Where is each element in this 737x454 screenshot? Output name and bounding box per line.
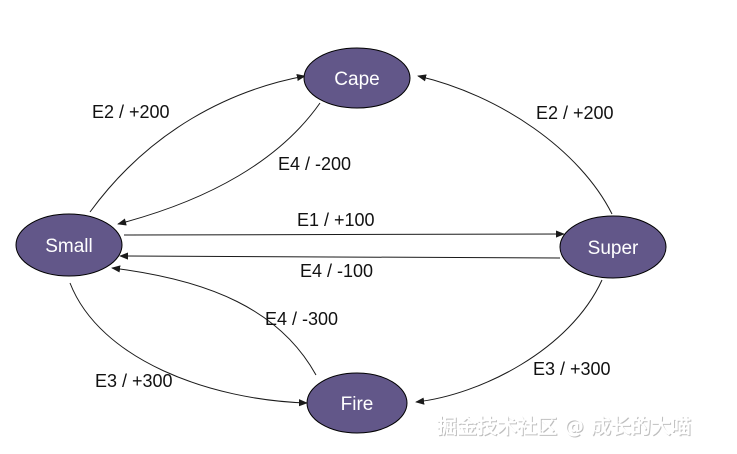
node-fire[interactable]: Fire bbox=[306, 372, 408, 434]
watermark: 掘金技术社区 @ 成长的大喵 掘金技术社区 @ 成长的大喵 bbox=[437, 414, 692, 439]
node-super-label: Super bbox=[588, 238, 639, 259]
node-fire-label: Fire bbox=[341, 394, 374, 415]
node-cape-label: Cape bbox=[334, 69, 379, 90]
edge-label-super-to-fire: E3 / +300 bbox=[533, 359, 611, 379]
edge-label-fire-to-small: E4 / -300 bbox=[265, 309, 338, 329]
edge-super-to-cape bbox=[417, 74, 613, 215]
edge-small-to-cape bbox=[89, 73, 306, 213]
edge-fire-to-small bbox=[111, 265, 317, 376]
edge-super-to-small bbox=[119, 252, 561, 260]
edge-label-small-to-super: E1 / +100 bbox=[297, 210, 375, 230]
svg-text:掘金技术社区 @ 成长的大喵: 掘金技术社区 @ 成长的大喵 bbox=[438, 415, 692, 439]
node-super[interactable]: Super bbox=[559, 215, 667, 279]
node-small-label: Small bbox=[45, 236, 93, 257]
edge-label-super-to-cape: E2 / +200 bbox=[536, 103, 614, 123]
edge-cape-to-small bbox=[117, 102, 321, 226]
node-cape[interactable]: Cape bbox=[303, 47, 411, 109]
edge-label-small-to-fire: E3 / +300 bbox=[95, 371, 173, 391]
edge-label-small-to-cape: E2 / +200 bbox=[92, 102, 170, 122]
edge-label-super-to-small: E4 / -100 bbox=[300, 261, 373, 281]
edge-small-to-super bbox=[123, 230, 565, 238]
edge-super-to-fire bbox=[415, 279, 603, 405]
edge-small-to-fire bbox=[69, 282, 308, 407]
edge-label-cape-to-small: E4 / -200 bbox=[278, 154, 351, 174]
node-small[interactable]: Small bbox=[15, 213, 123, 277]
watermark-text: 掘金技术社区 @ 成长的大喵 bbox=[437, 414, 691, 438]
